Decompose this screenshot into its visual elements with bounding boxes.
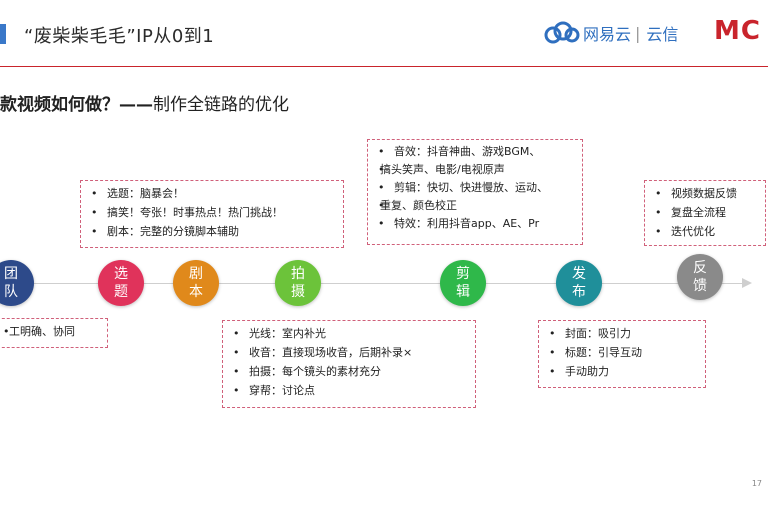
note-feedback-item: 复盘全流程 xyxy=(653,203,757,222)
note-shoot-item: 光线：室内补光 xyxy=(231,324,467,343)
header-accent-bar xyxy=(0,24,6,44)
note-edit-item: 剪辑：快切、快进慢放、运动、 xyxy=(376,179,574,197)
stage-label: 选题 xyxy=(114,266,128,300)
page-title: “废柴柴毛毛”IP从0到1 xyxy=(24,26,215,47)
note-publish-item: 标题：引导互动 xyxy=(547,343,697,362)
cloud-icon xyxy=(544,21,580,44)
stage-node-team: 团队 xyxy=(0,260,34,306)
stage-label: 剪辑 xyxy=(456,266,470,300)
logo-text-netease: 网易云 xyxy=(583,25,632,44)
stage-node-script: 剧本 xyxy=(173,260,219,306)
page-number: 17 xyxy=(751,479,762,488)
note-shoot-item: 穿帮：讨论点 xyxy=(231,381,467,400)
stage-node-shoot: 拍摄 xyxy=(275,260,321,306)
note-edit-item: 音效：抖音神曲、游戏BGM、 xyxy=(376,143,574,161)
stage-label: 剧本 xyxy=(189,266,203,300)
stage-label: 发布 xyxy=(572,266,586,300)
note-shoot: 光线：室内补光 收音：直接现场收音，后期补录× 拍摄：每个镜头的素材充分 穿帮：… xyxy=(222,320,476,408)
note-edit-item-cont: 搞头笑声、电影/电视原声 xyxy=(376,161,574,179)
note-edit-item-cont: 重复、颜色校正 xyxy=(376,197,574,215)
note-topic-item: 剧本：完整的分镜脚本辅助 xyxy=(89,222,335,241)
note-publish-item: 手动助力 xyxy=(547,362,697,381)
note-topic-item: 选题：脑暴会！ xyxy=(89,184,335,203)
note-edit: 音效：抖音神曲、游戏BGM、 搞头笑声、电影/电视原声 剪辑：快切、快进慢放、运… xyxy=(367,139,583,245)
note-team-item: 工明确、协同 xyxy=(1,322,99,341)
note-topic: 选题：脑暴会！ 搞笑！夸张！时事热点！热门挑战！ 剧本：完整的分镜脚本辅助 xyxy=(80,180,344,248)
timeline-line xyxy=(0,283,745,284)
section-heading-rest: 制作全链路的优化 xyxy=(153,95,289,115)
stage-node-edit: 剪辑 xyxy=(440,260,486,306)
netease-yunxin-logo: 网易云 | 云信 xyxy=(543,18,678,48)
note-team: 工明确、协同 xyxy=(0,318,108,348)
logo-text-yunxin: 云信 xyxy=(646,25,679,44)
note-shoot-item: 收音：直接现场收音，后期补录× xyxy=(231,343,467,362)
mc-logo: MC xyxy=(714,16,761,46)
timeline-arrow-icon xyxy=(742,278,752,288)
stage-label: 拍摄 xyxy=(291,266,305,300)
stage-node-topic: 选题 xyxy=(98,260,144,306)
stage-label: 团队 xyxy=(4,266,18,300)
stage-node-publish: 发布 xyxy=(556,260,602,306)
note-publish: 封面：吸引力 标题：引导互动 手动助力 xyxy=(538,320,706,388)
note-feedback-item: 视频数据反馈 xyxy=(653,184,757,203)
stage-label: 反馈 xyxy=(693,260,707,294)
section-heading: 款视频如何做？——制作全链路的优化 xyxy=(0,90,289,115)
note-feedback: 视频数据反馈 复盘全流程 迭代优化 xyxy=(644,180,766,246)
note-feedback-item: 迭代优化 xyxy=(653,222,757,241)
note-edit-item: 特效：利用抖音app、AE、Pr xyxy=(376,215,574,233)
note-topic-item: 搞笑！夸张！时事热点！热门挑战！ xyxy=(89,203,335,222)
note-shoot-item: 拍摄：每个镜头的素材充分 xyxy=(231,362,467,381)
header-divider xyxy=(0,66,768,67)
note-publish-item: 封面：吸引力 xyxy=(547,324,697,343)
stage-node-feedback: 反馈 xyxy=(677,254,723,300)
section-heading-bold: 款视频如何做？—— xyxy=(0,95,153,115)
logo-separator: | xyxy=(635,23,641,43)
